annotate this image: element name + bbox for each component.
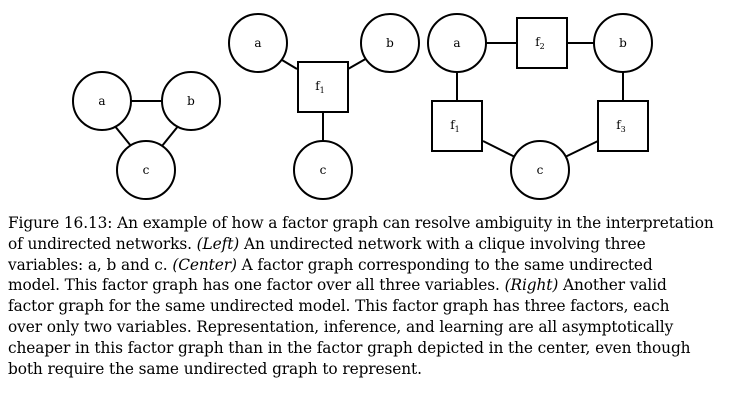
factor-right-f2 [516, 17, 568, 69]
label-right-c: c [537, 163, 544, 177]
label-right-f1: f1 [450, 118, 460, 134]
factor-right-f1 [431, 100, 483, 152]
edge-right-f1-c [482, 140, 516, 158]
caption-line-5: factor graph for the same undirected mod… [8, 297, 670, 316]
caption-text: model. This factor graph has one factor … [8, 276, 500, 295]
edge-left-a-c [113, 124, 132, 147]
caption-right-label: (Right) [504, 276, 559, 295]
caption-line-4: model. This factor graph has one factor … [8, 275, 732, 296]
label-left-b: b [187, 94, 195, 108]
node-right-a [427, 13, 487, 73]
label-center-c: c [320, 163, 327, 177]
caption-text: A factor graph corresponding to the same… [241, 255, 653, 274]
label-center-f1: f1 [315, 79, 325, 95]
node-center-b [360, 13, 420, 73]
node-left-b [161, 71, 221, 131]
caption-text: Another valid [563, 276, 667, 295]
caption-line-2: of undirected networks. (Left) An undire… [8, 234, 732, 255]
caption-line-3: variables: a, b and c. (Center) A factor… [8, 255, 732, 276]
label-center-a: a [254, 36, 261, 50]
label-center-b: b [386, 36, 394, 50]
factor-right-f3 [597, 100, 649, 152]
caption-line-8: both require the same undirected graph t… [8, 359, 422, 378]
caption-line-1: Figure 16.13: An example of how a factor… [8, 214, 714, 232]
caption-left-label: (Left) [196, 234, 240, 253]
figure-caption: Figure 16.13: An example of how a factor… [8, 213, 734, 379]
factor-center-f1 [297, 61, 349, 113]
caption-center-label: (Center) [172, 255, 237, 274]
label-left-c: c [143, 163, 150, 177]
factor-graph-diagram: a b c a b c f1 a b c f2 f1 f3 [72, 13, 653, 200]
caption-text: variables: a, b and c. [8, 255, 168, 274]
label-right-f3: f3 [616, 118, 626, 134]
label-right-b: b [619, 36, 627, 50]
caption-line-6: over only two variables. Representation,… [8, 317, 674, 336]
node-left-a [72, 71, 132, 131]
edge-right-f3-c [564, 140, 599, 158]
node-right-c [510, 140, 570, 200]
caption-text: An undirected network with a clique invo… [243, 234, 646, 253]
caption-text: of undirected networks. [8, 234, 192, 253]
node-left-c [116, 140, 176, 200]
label-left-a: a [98, 94, 105, 108]
caption-line-7: cheaper in this factor graph than in the… [8, 338, 691, 357]
node-center-a [228, 13, 288, 73]
edge-left-b-c [161, 124, 180, 147]
node-right-b [593, 13, 653, 73]
label-right-a: a [453, 36, 460, 50]
node-center-c [293, 140, 353, 200]
label-right-f2: f2 [535, 35, 545, 51]
